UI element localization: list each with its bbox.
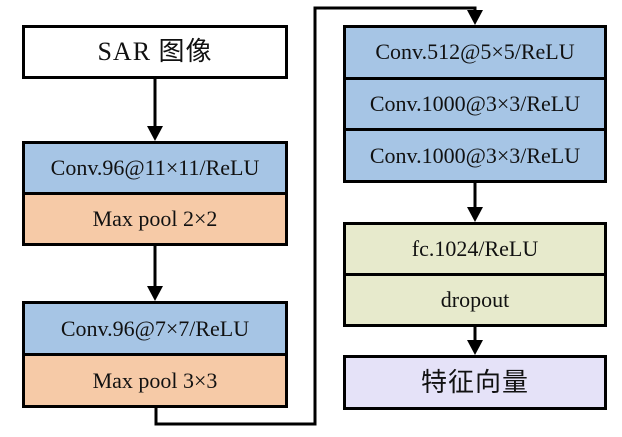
node-maxpool1: Max pool 2×2	[25, 192, 285, 243]
node-conv4: Conv.1000@3×3/ReLU	[346, 76, 604, 129]
node-conv5: Conv.1000@3×3/ReLU	[346, 128, 604, 181]
node-feature-vector-label: 特征向量	[420, 367, 529, 397]
node-fc1: fc.1024/ReLU	[346, 225, 604, 273]
stack-fc-dropout: fc.1024/ReLU dropout	[343, 222, 607, 327]
node-dropout: dropout	[346, 273, 604, 324]
stack-conv2-pool2: Conv.96@7×7/ReLU Max pool 3×3	[22, 301, 288, 408]
node-maxpool2: Max pool 3×3	[25, 353, 285, 405]
node-sar-input-label: SAR 图像	[97, 37, 213, 66]
stack-conv1-pool1: Conv.96@11×11/ReLU Max pool 2×2	[22, 141, 288, 246]
node-conv3: Conv.512@5×5/ReLU	[346, 28, 604, 77]
stack-conv-layers: Conv.512@5×5/ReLU Conv.1000@3×3/ReLU Con…	[343, 25, 607, 183]
node-conv1: Conv.96@11×11/ReLU	[25, 144, 285, 192]
node-sar-input: SAR 图像	[22, 25, 288, 79]
node-feature-vector: 特征向量	[343, 355, 607, 410]
node-conv2: Conv.96@7×7/ReLU	[25, 304, 285, 353]
